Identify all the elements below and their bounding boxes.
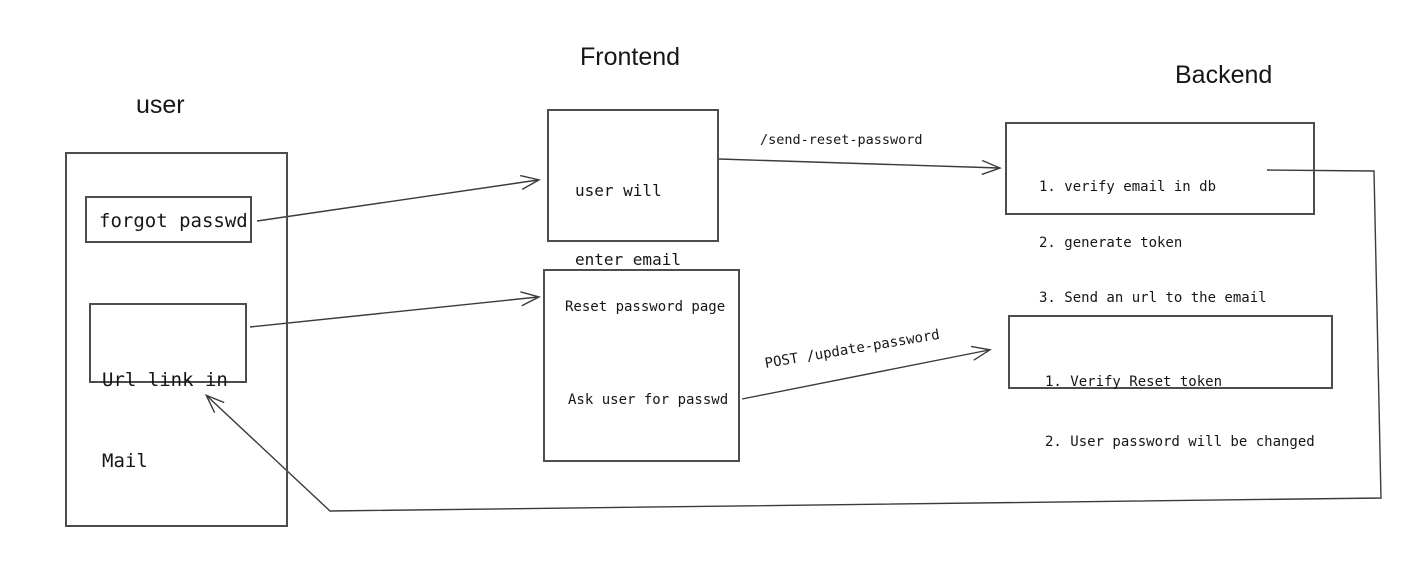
ask-user-passwd-label: Ask user for passwd bbox=[568, 392, 729, 408]
url-link-line1: Url link in bbox=[102, 369, 228, 391]
backend-step: 2. User password will be changed bbox=[1045, 434, 1315, 450]
lane-title-frontend: Frontend bbox=[580, 43, 681, 71]
reset-password-page-node bbox=[543, 269, 740, 462]
enter-email-label: user will enter email bbox=[575, 133, 681, 317]
enter-email-line1: user will bbox=[575, 181, 662, 200]
forgot-passwd-node bbox=[85, 196, 252, 243]
enter-email-node bbox=[547, 109, 719, 242]
edge-post-update-password bbox=[741, 345, 992, 400]
backend-step: 1. Verify Reset token bbox=[1045, 374, 1223, 390]
reset-password-page-label: Reset password page bbox=[565, 299, 726, 315]
edge-forgot-to-enter-email bbox=[256, 174, 541, 222]
forgot-passwd-label: forgot passwd bbox=[99, 210, 248, 232]
backend-update-password-steps: 1. Verify Reset token 2. User password w… bbox=[1045, 332, 1315, 492]
edge-urllink-to-resetpage bbox=[249, 291, 541, 328]
backend-send-reset-steps: 1. verify email in db 2. generate token … bbox=[1039, 141, 1267, 345]
backend-step: 2. generate token bbox=[1039, 234, 1183, 251]
edge-backend-return-to-mail bbox=[204, 169, 1382, 512]
backend-step: 3. Send an url to the email bbox=[1039, 290, 1267, 306]
user-lane-box bbox=[65, 152, 288, 527]
backend-update-password-node bbox=[1008, 315, 1333, 389]
url-link-line2: Mail bbox=[102, 450, 148, 472]
edge-send-reset-password bbox=[718, 158, 1002, 176]
url-link-node bbox=[89, 303, 247, 383]
edge-label-send-reset: /send-reset-password bbox=[760, 132, 923, 148]
lane-title-backend: Backend bbox=[1175, 61, 1273, 89]
enter-email-line2: enter email bbox=[575, 250, 681, 269]
lane-title-user: user bbox=[136, 91, 185, 119]
url-link-label: Url link in Mail bbox=[102, 313, 228, 529]
backend-step: 1. verify email in db bbox=[1039, 179, 1217, 195]
backend-send-reset-node bbox=[1005, 122, 1315, 215]
